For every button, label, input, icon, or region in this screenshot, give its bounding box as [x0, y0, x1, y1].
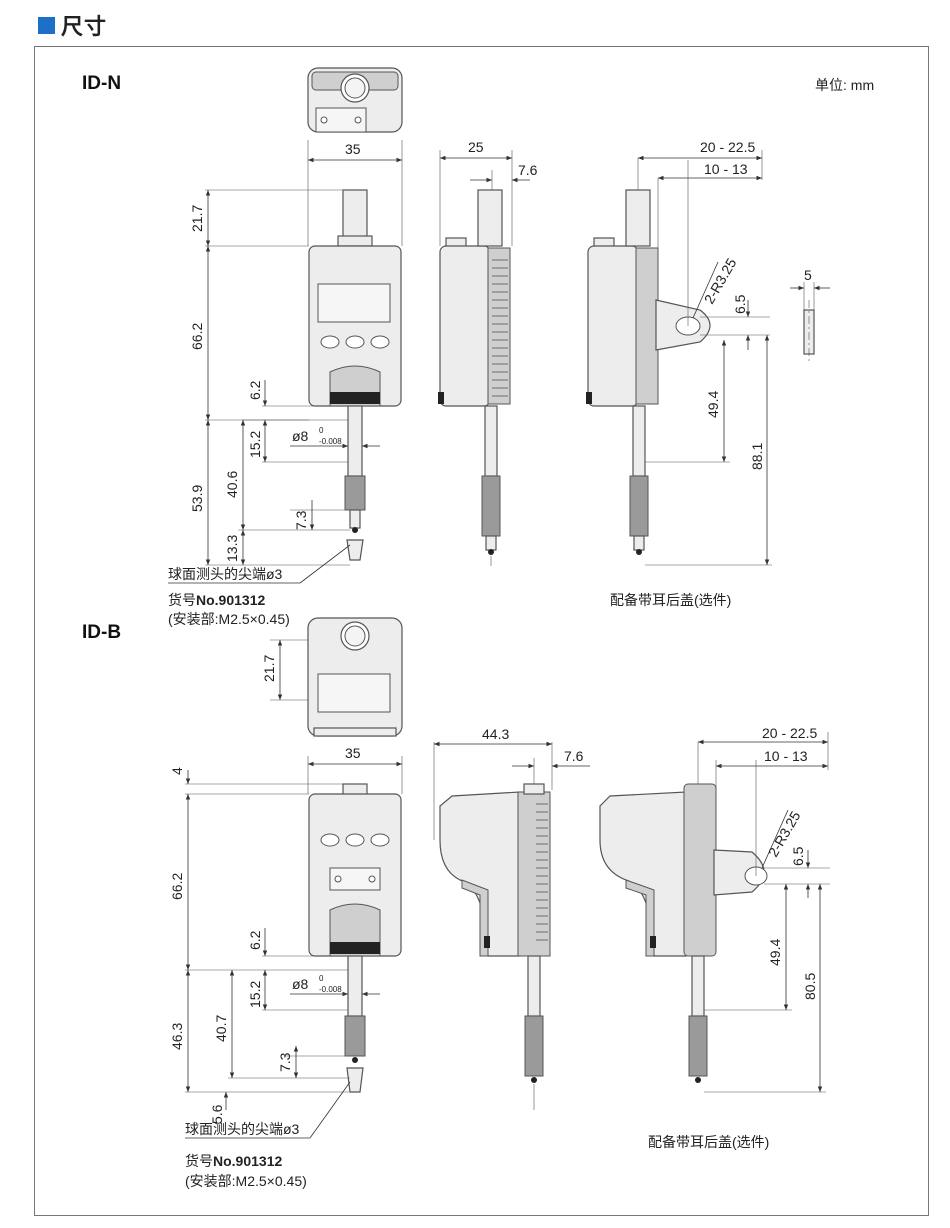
tol-lower-b: -0.008 — [319, 985, 342, 994]
tol-upper-b: 0 — [319, 974, 324, 983]
id-b-front-view — [308, 783, 402, 1093]
id-n-front-view — [308, 189, 402, 561]
model-label-id-n: ID-N — [82, 73, 121, 94]
dim-lug-5: 5 — [804, 267, 812, 283]
dim-21-7-b: 21.7 — [261, 655, 277, 682]
id-n-lug-detail — [803, 300, 815, 362]
dim-53-9: 53.9 — [189, 485, 205, 512]
back-caption-b: 配备带耳后盖(选件) — [648, 1134, 769, 1150]
dim-20-22-5-b: 20 - 22.5 — [762, 725, 817, 741]
dim-20-22-5-n: 20 - 22.5 — [700, 139, 755, 155]
dim-21-7: 21.7 — [189, 205, 205, 232]
drawing-frame — [34, 46, 929, 1216]
part-no: No.901312 — [196, 592, 265, 608]
part-no-b: No.901312 — [213, 1153, 282, 1169]
dim-7-3-b: 7.3 — [277, 1052, 293, 1072]
id-n-back-view — [586, 189, 711, 555]
part-no-prefix-b: 货号 — [185, 1153, 213, 1169]
dim-5-6: 5.6 — [209, 1104, 225, 1124]
id-b-side-view — [439, 783, 551, 1110]
dim-49-4-n: 49.4 — [705, 391, 721, 418]
dim-10-13-b: 10 - 13 — [764, 748, 808, 764]
dim-dia-8-b: ø8 — [292, 976, 309, 992]
tol-lower: -0.008 — [319, 437, 342, 446]
dim-6-2: 6.2 — [247, 380, 263, 400]
dim-66-2-b: 66.2 — [169, 873, 185, 900]
dim-49-4-b: 49.4 — [767, 939, 783, 966]
unit-label: 单位: mm — [815, 77, 874, 93]
dim-44-3: 44.3 — [482, 726, 509, 742]
note-tip: 球面测头的尖端ø3 — [168, 566, 283, 582]
tol-upper: 0 — [319, 426, 324, 435]
dim-66-2: 66.2 — [189, 323, 205, 350]
back-caption-n: 配备带耳后盖(选件) — [610, 592, 731, 608]
dim-width: 35 — [345, 141, 361, 157]
id-b-top-view — [307, 617, 403, 737]
note-tip-b: 球面测头的尖端ø3 — [185, 1121, 300, 1137]
section-title: 尺寸 — [61, 14, 108, 39]
part-no-prefix: 货号 — [168, 592, 196, 608]
dim-40-6: 40.6 — [224, 471, 240, 498]
dim-15-2: 15.2 — [247, 431, 263, 458]
dim-6-5-n: 6.5 — [732, 294, 748, 314]
dim-dia-8: ø8 — [292, 428, 309, 444]
dim-6-5-b: 6.5 — [790, 846, 806, 866]
dim-13-3: 13.3 — [224, 535, 240, 562]
id-n-top-view — [307, 67, 403, 133]
dim-40-7: 40.7 — [213, 1015, 229, 1042]
dim-4-b: 4 — [169, 767, 185, 775]
dim-15-2-b: 15.2 — [247, 981, 263, 1008]
dim-46-3: 46.3 — [169, 1023, 185, 1050]
dim-7-6-n: 7.6 — [518, 162, 538, 178]
dim-10-13-n: 10 - 13 — [704, 161, 748, 177]
id-b-back-view — [599, 783, 768, 1083]
dim-88-1: 88.1 — [749, 443, 765, 470]
mount-thread-b: (安装部:M2.5×0.45) — [185, 1173, 307, 1189]
mount-thread: (安装部:M2.5×0.45) — [168, 611, 290, 627]
section-header: 尺寸 — [38, 12, 108, 39]
id-n-side-view — [438, 189, 511, 566]
dim-width-b: 35 — [345, 745, 361, 761]
blue-square-icon — [38, 16, 55, 34]
dim-7-3: 7.3 — [293, 510, 309, 530]
dim-6-2-b: 6.2 — [247, 930, 263, 950]
dim-25: 25 — [468, 139, 484, 155]
dim-80-5: 80.5 — [802, 973, 818, 1000]
dim-7-6-b: 7.6 — [564, 748, 584, 764]
model-label-id-b: ID-B — [82, 622, 121, 643]
